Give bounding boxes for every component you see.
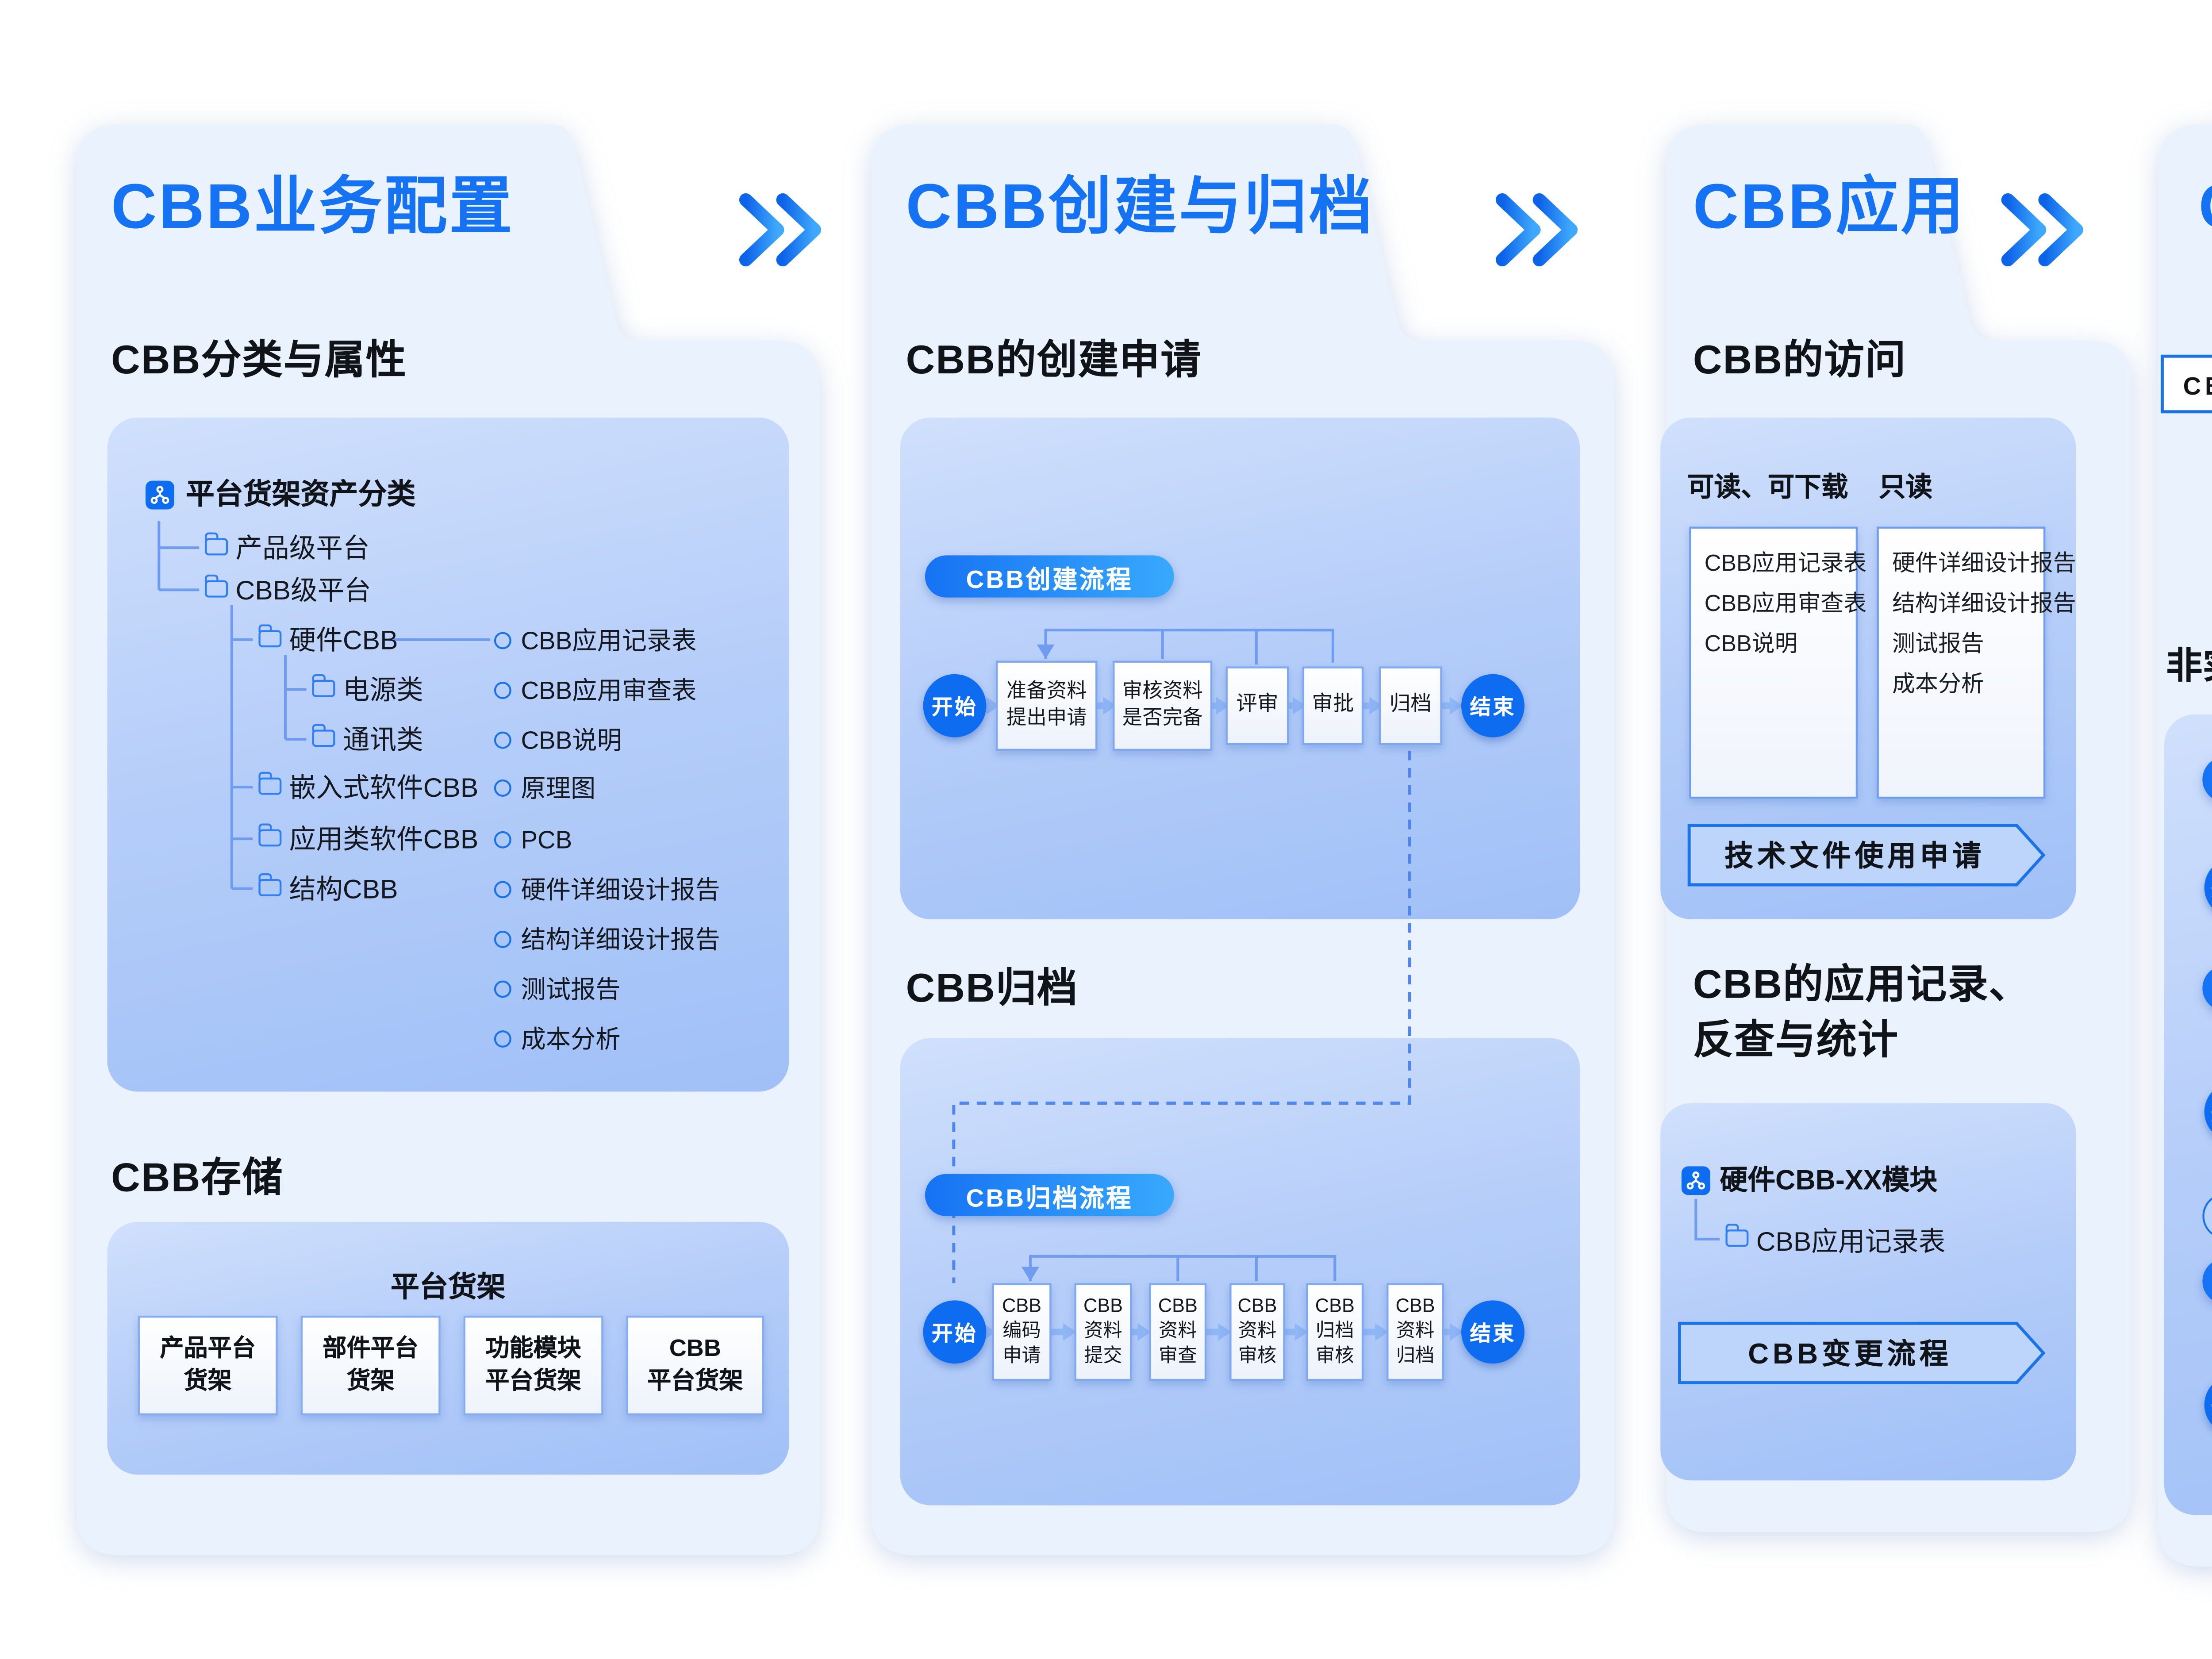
banner-tech-file-apply: 技术文件使用申请 [1687, 823, 2046, 887]
section-heading-access: CBB的访问 [1693, 339, 1907, 383]
panel4-nonentity-card [2164, 714, 2212, 1515]
attribute-label: PCB [521, 825, 572, 854]
flow-step: 归档 [1379, 666, 1442, 745]
flow-end-node: 结束 [1461, 1300, 1525, 1364]
file-item: 结构详细设计报告 [1892, 590, 2076, 617]
tree-node: 嵌入式软件CBB [289, 772, 479, 803]
attribute-label: CBB应用审查表 [521, 676, 697, 705]
flow-step: 审批 [1302, 666, 1364, 745]
shelf-box: CBB 平台货架 [626, 1316, 764, 1416]
tree-root-label: 平台货架资产分类 [185, 479, 416, 511]
column-header-readable: 可读、可下载 [1687, 471, 1848, 502]
flow-step: 评审 [1225, 666, 1289, 745]
folder-icon [257, 772, 282, 795]
flow-step: CBB 资料 审核 [1229, 1283, 1285, 1381]
tree-node: 产品级平台 [235, 532, 370, 563]
flow-step: CBB 资料 归档 [1386, 1283, 1444, 1381]
flow-start-node: 开始 [923, 674, 987, 737]
section-heading-classification: CBB分类与属性 [111, 339, 407, 383]
panel1-title: CBB业务配置 [111, 170, 515, 242]
flow-start-node: 开始 [923, 1300, 987, 1364]
folder-icon [257, 824, 282, 847]
attribute-bullet [494, 929, 511, 947]
attribute-bullet [494, 830, 511, 848]
module-tree-child: CBB应用记录表 [1756, 1225, 1946, 1256]
panel2-title: CBB创建与归档 [906, 170, 1375, 242]
readonly-files-box: 硬件详细设计报告 结构详细设计报告 测试报告 成本分析 [1877, 526, 2076, 799]
attribute-bullet [494, 1029, 511, 1047]
attribute-bullet [494, 730, 511, 748]
panel1-classification-card [107, 417, 789, 1092]
tree-node: 电源类 [342, 674, 423, 705]
attribute-label: 测试报告 [521, 975, 621, 1004]
attribute-bullet [494, 680, 511, 698]
folder-icon [311, 675, 335, 697]
file-item: 成本分析 [1892, 670, 1984, 697]
banner-change-process: CBB变更流程 [1678, 1321, 2046, 1385]
folder-icon [204, 533, 228, 556]
flow-end-node: 结束 [1461, 674, 1525, 737]
section-heading-storage: CBB存储 [111, 1156, 284, 1201]
flow-step: CBB 资料 提交 [1074, 1283, 1132, 1381]
tree-root-icon [146, 480, 174, 510]
attribute-label: 结构详细设计报告 [521, 925, 720, 954]
pill-create-process: CBB创建流程 [925, 555, 1174, 598]
readable-files-box: CBB应用记录表 CBB应用审查表 CBB说明 [1689, 526, 1867, 799]
panel2-archive-card [900, 1038, 1580, 1505]
folder-icon [257, 625, 282, 648]
attribute-bullet [494, 778, 511, 796]
file-item: 硬件详细设计报告 [1892, 549, 2076, 577]
file-item: 测试报告 [1892, 630, 1984, 657]
section-heading-create-apply: CBB的创建申请 [906, 339, 1202, 383]
attribute-bullet [494, 880, 511, 898]
shelf-box: 部件平台 货架 [300, 1316, 441, 1416]
tree-node: 应用类软件CBB [289, 823, 479, 854]
shelf-box: 功能模块 平台货架 [463, 1316, 603, 1416]
double-chevron-icon [739, 193, 822, 267]
panel3-title: CBB应用 [1693, 170, 1966, 242]
tree-node: 结构CBB [289, 873, 398, 904]
non-entity-change-label: 非实体类CBB变更 [2166, 647, 2212, 688]
pill-archive-process: CBB归档流程 [925, 1174, 1174, 1216]
flow-step: CBB 归档 审核 [1306, 1283, 1364, 1381]
storage-shelf-group-label: 平台货架 [391, 1271, 506, 1305]
tree-root-icon [1681, 1166, 1710, 1195]
double-chevron-icon [2001, 193, 2083, 267]
panel4-title: CBB变更 [2199, 169, 2212, 245]
flow-step: CBB 资料 审查 [1149, 1283, 1207, 1381]
folder-icon [204, 575, 228, 598]
attribute-label: 成本分析 [521, 1025, 621, 1053]
tree-node: 硬件CBB [289, 624, 398, 655]
attribute-label: 原理图 [521, 773, 596, 803]
banner-label: 技术文件使用申请 [1724, 841, 1985, 874]
attribute-bullet [494, 631, 511, 649]
flow-step: CBB 编码 申请 [992, 1283, 1052, 1381]
double-chevron-icon [1495, 193, 1578, 267]
panel3-record-card [1660, 1103, 2076, 1481]
file-item: CBB说明 [1704, 630, 1798, 657]
module-tree-root: 硬件CBB-XX模块 [1720, 1166, 1938, 1197]
banner-problem-report: CBB问题报告 [2160, 354, 2212, 414]
folder-icon [311, 725, 335, 747]
tree-node: 通讯类 [342, 724, 423, 755]
attribute-label: CBB应用记录表 [521, 626, 697, 655]
banner-label: CBB变更流程 [1748, 1338, 1952, 1371]
attribute-label: CBB说明 [521, 726, 622, 755]
flow-step: 准备资料 提出申请 [996, 661, 1098, 751]
shelf-box: 产品平台 货架 [138, 1316, 278, 1416]
section-heading-archive: CBB归档 [906, 967, 1079, 1011]
column-header-readonly: 只读 [1878, 471, 1932, 502]
banner-label: CBB问题报告 [2183, 371, 2212, 400]
attribute-bullet [494, 979, 511, 997]
section-heading-record: CBB的应用记录、 反查与统计 [1693, 963, 2030, 1063]
folder-icon [257, 874, 282, 896]
folder-icon [1724, 1224, 1749, 1247]
file-item: CBB应用记录表 [1704, 549, 1867, 577]
flow-step: 审核资料 是否完备 [1113, 661, 1213, 751]
attribute-label: 硬件详细设计报告 [521, 875, 720, 904]
tree-node: CBB级平台 [235, 574, 371, 605]
file-item: CBB应用审查表 [1704, 590, 1867, 617]
